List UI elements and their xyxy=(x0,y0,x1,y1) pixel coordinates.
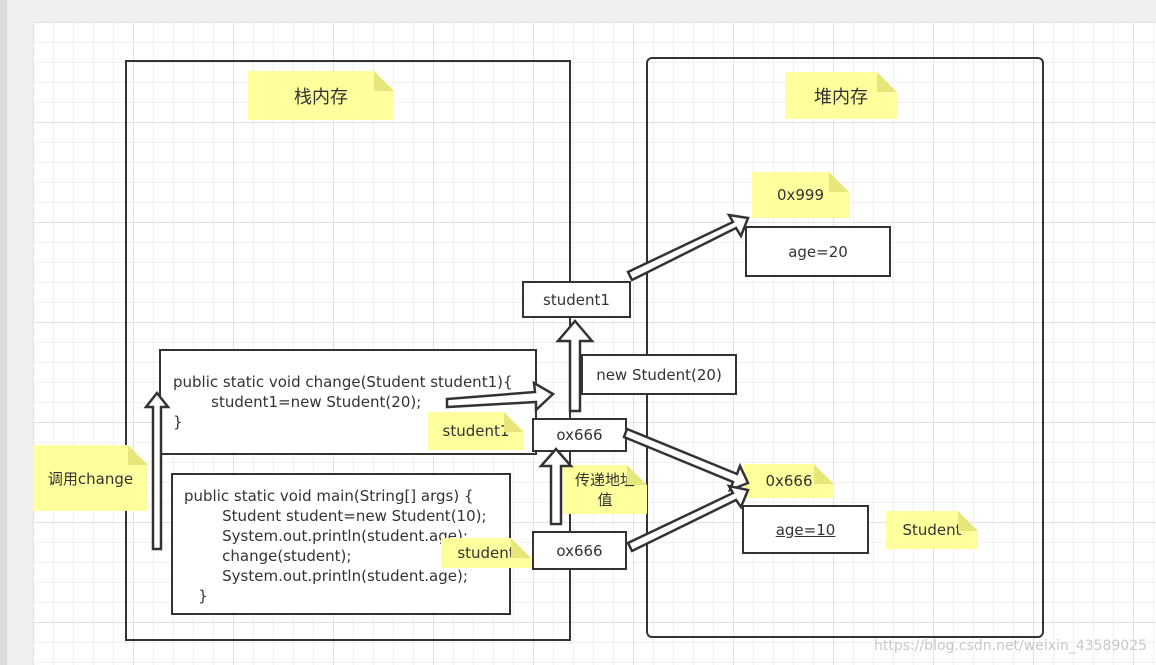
heap-memory-panel xyxy=(646,57,1044,638)
code-line: System.out.println(student.age); xyxy=(184,567,468,585)
watermark: https://blog.csdn.net/weixin_43589025 xyxy=(874,638,1148,654)
code-line: Student student=new Student(10); xyxy=(184,507,487,525)
ox666-upper-text: ox666 xyxy=(556,426,603,444)
new-student-20-text: new Student(20) xyxy=(596,365,722,384)
student1-note-text: student1 xyxy=(442,422,510,440)
code-line: } xyxy=(173,413,183,431)
code-line: change(student); xyxy=(184,547,352,565)
stack-title-text: 栈内存 xyxy=(294,86,348,108)
code-line: public static void change(Student studen… xyxy=(173,373,513,391)
student-class-text: Student xyxy=(902,521,962,539)
ox666-upper-to-heap-arrow xyxy=(622,427,750,493)
student-note: student xyxy=(441,538,531,568)
ox666-lower-text: ox666 xyxy=(556,541,603,560)
student1-variable-text: student1 xyxy=(543,290,610,309)
address-0x999-note: 0x999 xyxy=(752,172,849,218)
pass-address-note: 传递地址值 xyxy=(563,465,647,514)
address-0x999-text: 0x999 xyxy=(776,186,825,204)
student1-note: student1 xyxy=(428,412,524,450)
ox666-upper-box: ox666 xyxy=(532,418,627,452)
ox666-lower-box: ox666 xyxy=(532,531,627,570)
left-toolbar-edge xyxy=(0,0,7,665)
heap-title-text: 堆内存 xyxy=(814,86,868,108)
student-note-text: student xyxy=(457,544,515,562)
call-change-note: 调用change xyxy=(33,445,148,511)
address-0x666-text: 0x666 xyxy=(765,472,813,490)
stack-memory-title: 栈内存 xyxy=(248,71,394,120)
address-0x666-note: 0x666 xyxy=(744,464,834,498)
age-20-text: age=20 xyxy=(788,242,848,261)
age-10-text: age=10 xyxy=(775,520,836,539)
new-student-20-box: new Student(20) xyxy=(581,354,737,395)
code-line: } xyxy=(184,587,208,605)
student1-variable-box: student1 xyxy=(522,281,631,318)
student1-up-arrow xyxy=(555,319,595,413)
ox666-lower-to-heap-arrow xyxy=(626,484,750,553)
age-20-object-box: age=20 xyxy=(745,226,891,277)
call-change-up-arrow xyxy=(143,390,171,551)
pass-address-text: 传递地址值 xyxy=(574,470,635,509)
pass-address-up-arrow xyxy=(538,447,574,526)
age-10-object-box: age=10 xyxy=(742,505,869,554)
student-class-note: Student xyxy=(886,511,978,549)
assign-right-arrow xyxy=(445,380,556,413)
student1-to-heap-arrow xyxy=(626,213,750,282)
code-line: public static void main(String[] args) { xyxy=(184,487,474,505)
call-change-text: 调用change xyxy=(47,469,134,488)
heap-memory-title: 堆内存 xyxy=(785,72,897,119)
code-line: System.out.println(student.age); xyxy=(184,527,468,545)
code-line: student1=new Student(20); xyxy=(173,393,422,411)
